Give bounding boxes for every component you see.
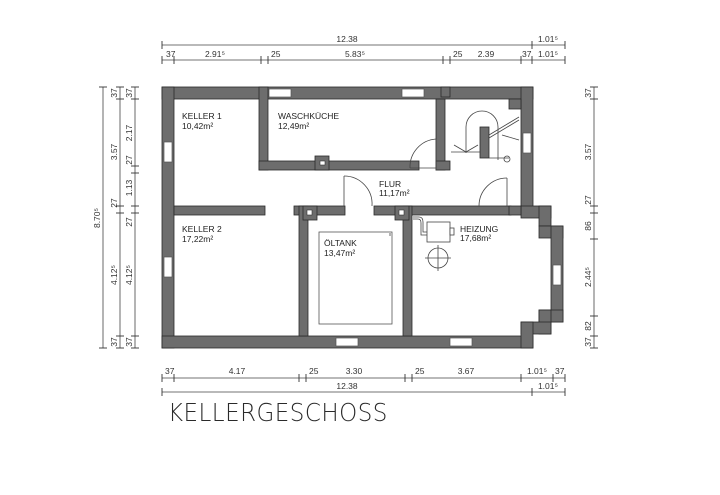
- svg-text:25: 25: [453, 49, 463, 59]
- svg-text:37: 37: [583, 88, 593, 98]
- room-flur: FLUR 11,17m²: [379, 179, 410, 198]
- svg-text:37: 37: [166, 49, 176, 59]
- svg-text:27: 27: [124, 155, 134, 165]
- svg-text:3.57: 3.57: [583, 143, 593, 160]
- svg-text:FLUR: FLUR: [379, 179, 401, 189]
- svg-text:KELLER 2: KELLER 2: [182, 224, 222, 234]
- svg-text:12,49m²: 12,49m²: [278, 121, 309, 131]
- svg-text:2.44⁵: 2.44⁵: [583, 267, 593, 287]
- svg-text:3.57: 3.57: [109, 143, 119, 160]
- right-dimension: 37 3.57 27 86 2.44⁵ 82 37: [583, 86, 598, 349]
- svg-text:25: 25: [415, 366, 425, 376]
- svg-text:10,42m²: 10,42m²: [182, 121, 213, 131]
- svg-text:1.01⁵: 1.01⁵: [527, 366, 547, 376]
- svg-text:37: 37: [124, 88, 134, 98]
- room-keller-1: KELLER 1 10,42m²: [182, 111, 222, 131]
- svg-text:KELLER 1: KELLER 1: [182, 111, 222, 121]
- bottom-dimension-detail: 37 4.17 25 3.30 25 3.67 1.01⁵ 37: [161, 366, 566, 382]
- svg-text:37: 37: [583, 337, 593, 347]
- svg-text:1.13: 1.13: [124, 179, 134, 196]
- left-dimension-total: 8.70⁵: [92, 86, 107, 349]
- floor-title: KELLERGESCHOSS: [168, 398, 388, 427]
- svg-text:ÖLTANK: ÖLTANK: [324, 238, 357, 248]
- room-heizung: HEIZUNG 17,68m²: [460, 224, 498, 243]
- svg-text:4.12⁵: 4.12⁵: [124, 265, 134, 285]
- walls: [161, 86, 564, 349]
- windows: [163, 88, 562, 347]
- room-keller-2: KELLER 2 17,22m²: [182, 224, 222, 244]
- svg-text:17,22m²: 17,22m²: [182, 234, 213, 244]
- svg-text:37: 37: [124, 337, 134, 347]
- room-waschkueche: WASCHKÜCHE 12,49m²: [278, 111, 339, 131]
- bottom-dimension-total: 12.38 1.01⁵: [161, 381, 566, 396]
- svg-text:82: 82: [583, 321, 593, 331]
- svg-text:2.17: 2.17: [124, 124, 134, 141]
- doors: [343, 138, 508, 207]
- svg-text:17,68m²: 17,68m²: [460, 233, 491, 243]
- svg-text:27: 27: [109, 198, 119, 208]
- svg-text:5.83⁵: 5.83⁵: [345, 49, 365, 59]
- room-oeltank: ÖLTANK 13,47m²: [324, 238, 357, 258]
- svg-text:27: 27: [124, 217, 134, 227]
- svg-text:1.01⁵: 1.01⁵: [538, 34, 558, 44]
- svg-text:37: 37: [109, 88, 119, 98]
- svg-text:4.17: 4.17: [229, 366, 246, 376]
- svg-text:11,17m²: 11,17m²: [379, 188, 410, 198]
- svg-text:3.30: 3.30: [346, 366, 363, 376]
- svg-text:37: 37: [109, 337, 119, 347]
- svg-text:WASCHKÜCHE: WASCHKÜCHE: [278, 111, 339, 121]
- stairs: [451, 110, 520, 163]
- svg-text:13,47m²: 13,47m²: [324, 248, 355, 258]
- svg-text:8.70⁵: 8.70⁵: [92, 208, 102, 228]
- top-dimension-total: 12.38 1.01⁵: [161, 34, 566, 49]
- boiler: [413, 216, 455, 271]
- svg-text:HEIZUNG: HEIZUNG: [460, 224, 498, 234]
- svg-text:1.01⁵: 1.01⁵: [538, 381, 558, 391]
- svg-text:3.67: 3.67: [458, 366, 475, 376]
- svg-text:2.39: 2.39: [478, 49, 495, 59]
- svg-text:27: 27: [583, 195, 593, 205]
- dim-top-total: 12.38: [336, 34, 358, 44]
- svg-text:4.12⁵: 4.12⁵: [109, 265, 119, 285]
- svg-text:86: 86: [583, 221, 593, 231]
- left-dimension-middle: 37 3.57 27 4.12⁵ 37: [109, 86, 124, 349]
- left-dimension-inner: 37 2.17 27 1.13 27 4.12⁵ 37: [124, 86, 139, 349]
- oil-tank: [318, 231, 393, 325]
- svg-text:12.38: 12.38: [336, 381, 358, 391]
- svg-text:25: 25: [309, 366, 319, 376]
- svg-text:37: 37: [555, 366, 565, 376]
- svg-text:2.91⁵: 2.91⁵: [205, 49, 225, 59]
- svg-text:1.01⁵: 1.01⁵: [538, 49, 558, 59]
- svg-text:37: 37: [165, 366, 175, 376]
- top-dimension-detail: 37 2.91⁵ 25 5.83⁵ 25 2.39 37 1.01⁵: [161, 49, 566, 64]
- svg-text:25: 25: [271, 49, 281, 59]
- svg-text:37: 37: [522, 49, 532, 59]
